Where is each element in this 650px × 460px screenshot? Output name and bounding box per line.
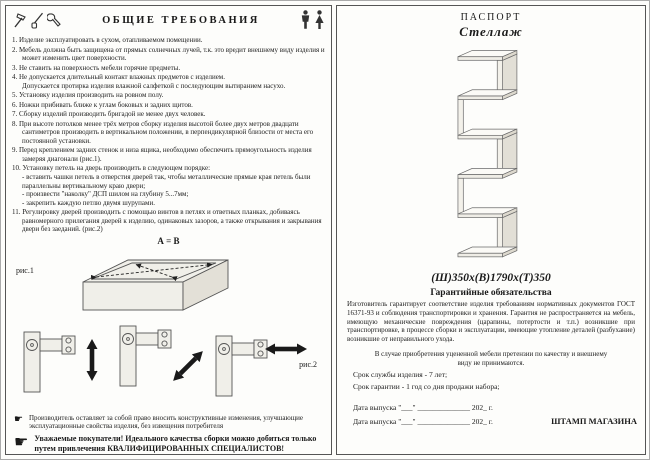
requirement-item: 9. Перед креплением задних стенок и низа… — [12, 146, 312, 163]
warranty-title: Гарантийные обязательства — [430, 288, 552, 298]
figure-1-formula: А = В — [157, 235, 180, 246]
screwdriver-icon — [30, 12, 44, 29]
person-icon-1 — [300, 10, 311, 30]
requirement-item: 3. Не ставить на поверхность мебели горя… — [12, 63, 181, 72]
wrench-icon — [47, 12, 62, 29]
figure-2: рис.2 — [6, 316, 331, 412]
customers-note: ☛ Уважаемые покупатели! Идеального качес… — [6, 434, 331, 453]
passport-panel: ПАСПОРТ Стеллаж — [336, 5, 646, 455]
release-date-line-2: Дата выпуска "___" ______________ 202_ г… — [353, 417, 493, 427]
warranty-period: Срок гарантии - 1 год со дня продажи наб… — [353, 382, 500, 392]
requirement-item: 11. Регулировку дверей производить с пом… — [12, 208, 322, 234]
requirement-item: 1. Изделие эксплуатировать в сухом, отап… — [12, 36, 203, 44]
passport-footer: Дата выпуска "___" ______________ 202_ г… — [337, 398, 645, 426]
requirement-item: 10. Установку петель на дверь производит… — [12, 164, 311, 207]
dimensions: (Ш)350х(В)1790х(Т)350 — [431, 272, 551, 284]
requirement-item: 5. Установку изделия производить на ровн… — [12, 91, 164, 100]
product-name: Стеллаж — [459, 24, 523, 39]
release-date-line-1: Дата выпуска "___" ______________ 202_ г… — [353, 403, 493, 413]
figure-1-label: рис.1 — [16, 265, 34, 275]
service-life: Срок службы изделия - 7 лет; — [353, 370, 448, 380]
hinge-adjustment-diagram — [23, 325, 307, 397]
left-panel-title: ОБЩИЕ ТРЕБОВАНИЯ — [102, 14, 260, 26]
figure-2-label: рис.2 — [299, 359, 317, 369]
box-diagonals-diagram — [82, 258, 229, 311]
passport-header: ПАСПОРТ Стеллаж — [337, 6, 645, 40]
figure-1: А = В рис.1 — [6, 236, 331, 316]
requirement-item: 6. Ножки прибивать ближе к углам боковых… — [12, 100, 193, 109]
tool-icons-group — [12, 12, 62, 29]
manufacturer-note: ☛ Производитель оставляет за собой право… — [6, 414, 331, 431]
passport-title: ПАСПОРТ — [460, 12, 522, 23]
shelving-unit-drawing — [457, 49, 518, 258]
two-persons-icon-group — [300, 10, 325, 30]
person-icon-2 — [314, 10, 325, 30]
requirement-item: 2. Мебель должна быть защищена от прямых… — [12, 45, 325, 63]
discount-note: В случае приобретения уцененной мебели п… — [374, 349, 608, 367]
requirement-item: 7. Сборку изделий производить бригадой н… — [12, 110, 206, 119]
customers-note-text: Уважаемые покупатели! Идеального качеств… — [34, 434, 317, 454]
left-header: ОБЩИЕ ТРЕБОВАНИЯ — [6, 6, 331, 34]
general-requirements-panel: ОБЩИЕ ТРЕБОВАНИЯ 1. Изделие эксплуатиров… — [5, 5, 332, 455]
manufacturer-note-text: Производитель оставляет за собой право в… — [28, 413, 303, 431]
release-dates: Дата выпуска "___" ______________ 202_ г… — [353, 398, 493, 426]
hammer-icon — [12, 12, 27, 29]
store-stamp: ШТАМП МАГАЗИНА — [551, 416, 637, 427]
requirement-item: 8. При высоте потолков менее трёх метров… — [12, 119, 314, 145]
warranty-text: Изготовитель гарантирует соответствие из… — [347, 300, 635, 343]
requirements-list: 1. Изделие эксплуатировать в сухом, отап… — [6, 34, 331, 234]
requirement-item: 4. Не допускается длительный контакт вла… — [12, 73, 286, 90]
pointing-hand-icon: ☛ — [14, 413, 23, 425]
pointing-hand-icon: ☛ — [14, 432, 29, 452]
shelf-drawing-area — [337, 42, 645, 270]
